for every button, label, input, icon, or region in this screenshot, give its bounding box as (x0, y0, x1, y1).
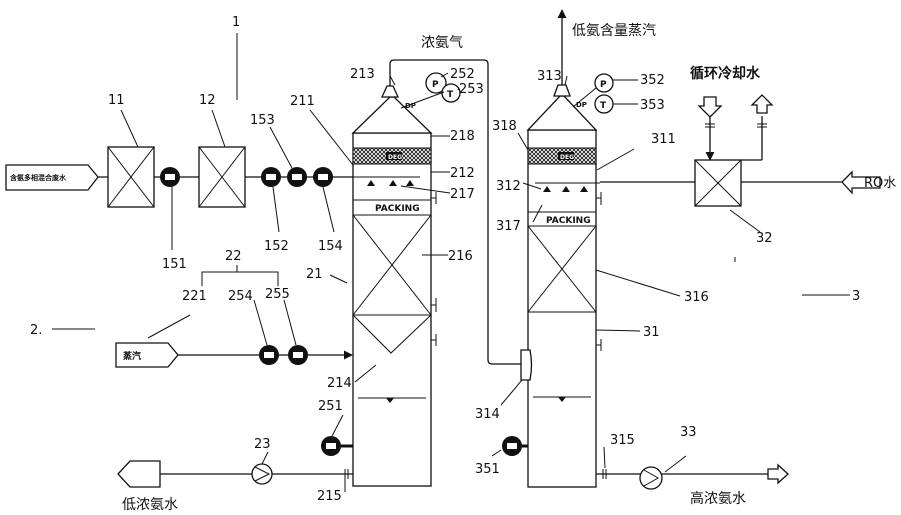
pump-23 (251, 463, 273, 485)
svg-text:214: 214 (327, 376, 352, 391)
leader-lines (52, 33, 850, 492)
svg-text:216: 216 (448, 249, 473, 264)
overhead-vapor-pipe (389, 59, 521, 365)
svg-text:318: 318 (492, 119, 517, 134)
low-ammonia-outlet (117, 460, 161, 488)
svg-text:T: T (600, 101, 607, 111)
svg-text:23: 23 (254, 437, 271, 452)
instrument-152 (261, 167, 281, 187)
svg-text:154: 154 (318, 239, 343, 254)
unit-11-box (107, 146, 155, 208)
svg-text:1: 1 (232, 15, 240, 30)
svg-text:217: 217 (450, 187, 475, 202)
high-ammonia-water-label: 高浓氨水 (690, 490, 746, 507)
cooler-32 (694, 159, 742, 207)
svg-text:252: 252 (450, 67, 475, 82)
svg-text:353: 353 (640, 98, 665, 113)
feed-label: 含氨多相混合废水 (10, 173, 67, 182)
svg-text:32: 32 (756, 231, 773, 246)
svg-text:351: 351 (475, 462, 500, 477)
instrument-151 (160, 167, 180, 187)
svg-text:255: 255 (265, 287, 290, 302)
packing-21-label: PACKING (375, 204, 420, 214)
svg-text:352: 352 (640, 73, 665, 88)
instrument-154 (313, 167, 333, 187)
exchanger-314 (520, 349, 533, 381)
cooling-in-arrow (697, 96, 723, 118)
svg-text:DEG: DEG (560, 154, 574, 161)
svg-text:T: T (447, 90, 454, 100)
svg-text:213: 213 (350, 67, 375, 82)
ro-water-inlet (841, 170, 881, 195)
svg-text:2.: 2. (30, 323, 42, 338)
svg-text:314: 314 (475, 407, 500, 422)
gauge-353: T (594, 94, 614, 114)
svg-text:254: 254 (228, 289, 253, 304)
cooling-water-label: 循环冷却水 (690, 65, 761, 82)
cooling-out-arrow (750, 94, 774, 114)
svg-text:P: P (600, 80, 607, 90)
gauge-352: P (594, 73, 614, 93)
svg-text:152: 152 (264, 239, 289, 254)
svg-text:22: 22 (225, 249, 242, 264)
svg-text:3: 3 (852, 289, 860, 304)
high-ammonia-outlet (767, 463, 789, 485)
instrument-254 (259, 345, 279, 365)
gauge-252: P (425, 72, 447, 94)
column-31: DEG PACKING (526, 84, 602, 488)
steam-inlet: 蒸汽 (115, 342, 179, 368)
instrument-255 (288, 345, 308, 365)
svg-text:221: 221 (182, 289, 207, 304)
ro-water-label: RO水 (864, 176, 896, 191)
svg-text:316: 316 (684, 290, 709, 305)
svg-text:253: 253 (459, 82, 484, 97)
feed-inlet: 含氨多相混合废水 (5, 164, 99, 191)
pump-33 (639, 466, 663, 490)
svg-text:211: 211 (290, 94, 315, 109)
svg-text:DP: DP (576, 101, 587, 109)
svg-text:151: 151 (162, 257, 187, 272)
svg-text:315: 315 (610, 433, 635, 448)
instrument-251 (321, 436, 353, 456)
svg-text:P: P (432, 80, 439, 90)
svg-text:DEG: DEG (388, 154, 402, 161)
instrument-153 (287, 167, 307, 187)
svg-text:21: 21 (306, 267, 323, 282)
low-ammonia-water-label: 低浓氨水 (122, 497, 178, 513)
svg-text:33: 33 (680, 425, 697, 440)
packing-31-label: PACKING (546, 216, 591, 226)
svg-text:251: 251 (318, 399, 343, 414)
svg-text:311: 311 (651, 132, 676, 147)
svg-text:31: 31 (643, 325, 660, 340)
svg-text:153: 153 (250, 113, 275, 128)
conc-ammonia-gas-label: 浓氨气 (421, 35, 463, 51)
steam-label: 蒸汽 (123, 350, 141, 362)
svg-text:313: 313 (537, 69, 562, 84)
instrument-351 (502, 436, 528, 456)
gauge-253: T (441, 83, 461, 103)
svg-text:215: 215 (317, 489, 342, 504)
svg-text:DP: DP (405, 102, 416, 110)
svg-text:212: 212 (450, 166, 475, 181)
svg-text:312: 312 (496, 179, 521, 194)
number-labels: 1 11 12 151 152 153 154 2. 22 221 254 25… (30, 15, 860, 504)
low-ammonia-steam-label: 低氨含量蒸汽 (572, 23, 656, 39)
column-21: DEG PACKING (351, 85, 437, 487)
unit-12-box (198, 146, 246, 208)
svg-text:317: 317 (496, 219, 521, 234)
svg-text:12: 12 (199, 93, 216, 108)
svg-text:218: 218 (450, 129, 475, 144)
svg-text:11: 11 (108, 93, 125, 108)
